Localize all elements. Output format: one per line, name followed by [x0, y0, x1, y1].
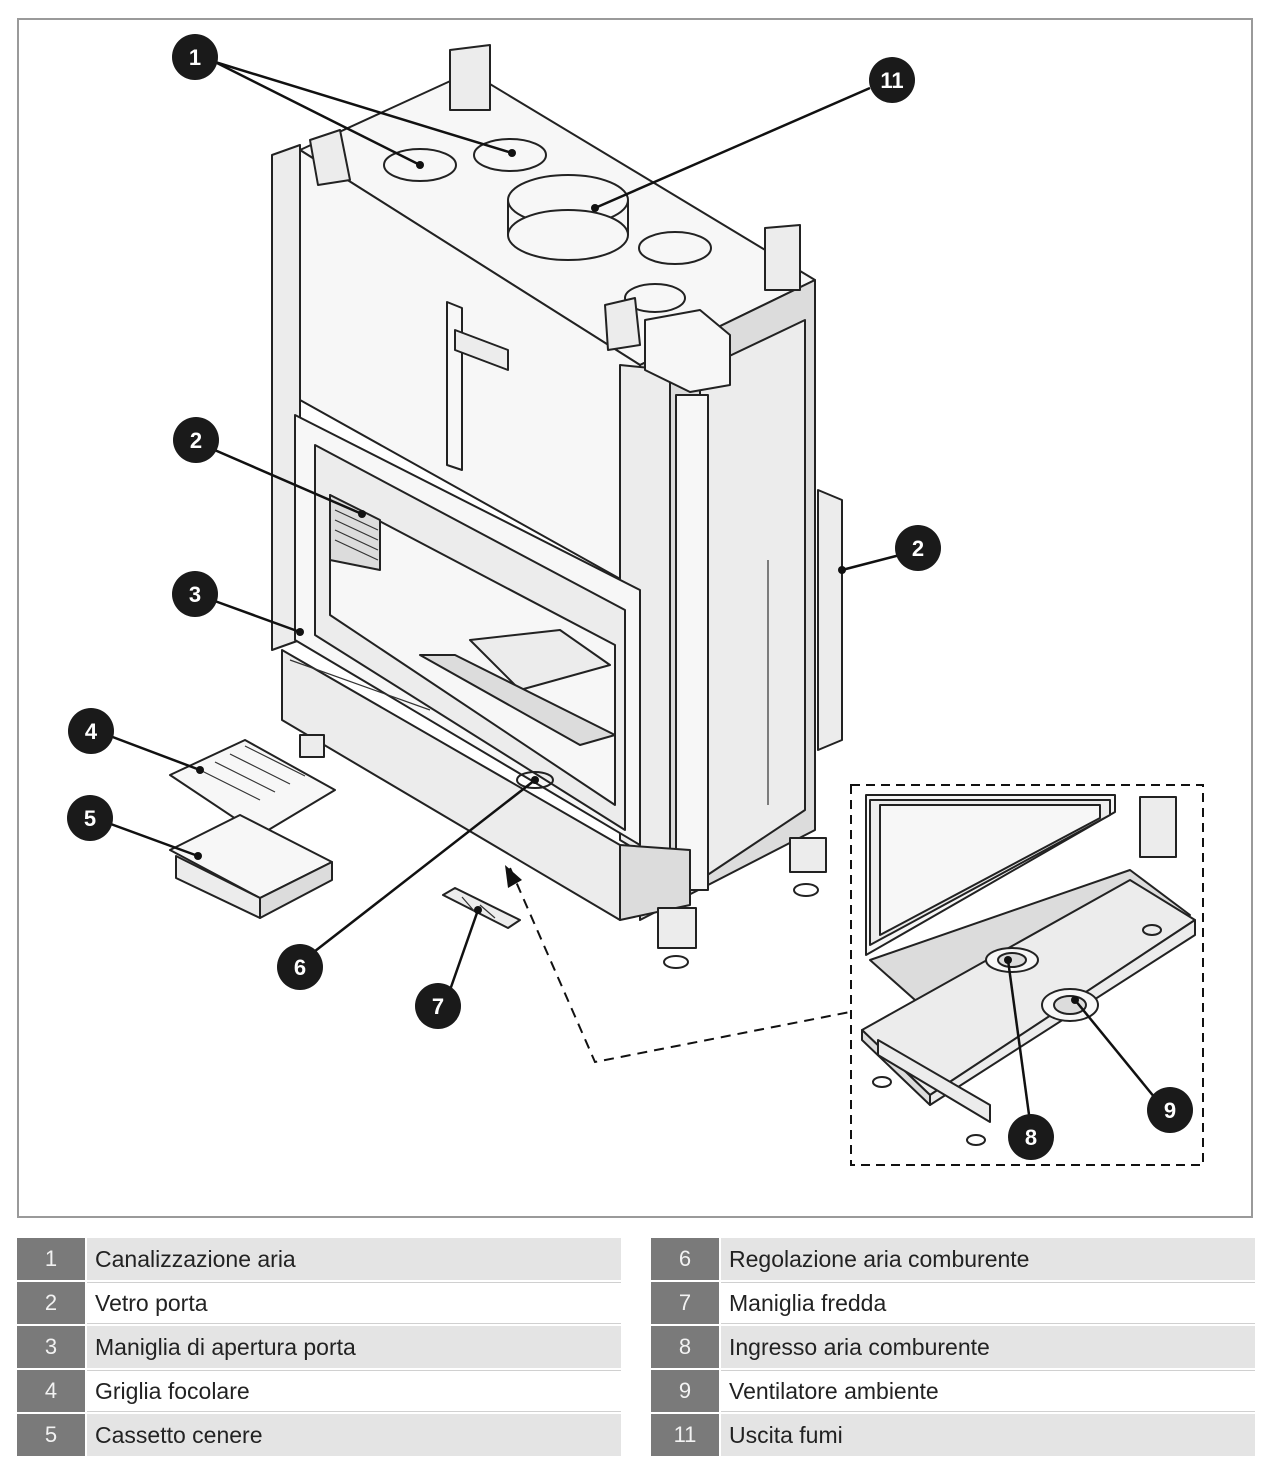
- legend-row: 2 Vetro porta: [17, 1282, 621, 1324]
- legend-label: Ventilatore ambiente: [721, 1370, 1255, 1412]
- legend-row: 8 Ingresso aria comburente: [651, 1326, 1255, 1368]
- leader-lines: [107, 60, 1156, 1123]
- bottom-detail-inset: [850, 784, 1204, 1166]
- legend-label: Ingresso aria comburente: [721, 1326, 1255, 1368]
- legend-row: 7 Maniglia fredda: [651, 1282, 1255, 1324]
- legend-number: 5: [17, 1414, 85, 1456]
- legend-row: 9 Ventilatore ambiente: [651, 1370, 1255, 1412]
- legend-number: 9: [651, 1370, 719, 1412]
- legend-number: 6: [651, 1238, 719, 1280]
- legend-row: 6 Regolazione aria comburente: [651, 1238, 1255, 1280]
- legend-right: 6 Regolazione aria comburente 7 Maniglia…: [651, 1238, 1255, 1458]
- hearth-grate: [169, 739, 336, 836]
- legend-row: 1 Canalizzazione aria: [17, 1238, 621, 1280]
- legend-number: 7: [651, 1282, 719, 1324]
- callout-5-label: 5: [84, 806, 96, 831]
- legend-left: 1 Canalizzazione aria 2 Vetro porta 3 Ma…: [17, 1238, 621, 1458]
- callout-1: 1: [172, 34, 218, 80]
- legend-number: 11: [651, 1414, 719, 1456]
- callout-3-label: 3: [189, 582, 201, 607]
- legend-label: Maniglia di apertura porta: [87, 1326, 621, 1368]
- callout-4: 4: [68, 708, 114, 754]
- legend-row: 3 Maniglia di apertura porta: [17, 1326, 621, 1368]
- legend-label: Regolazione aria comburente: [721, 1238, 1255, 1280]
- callout-2-door: 2: [173, 417, 219, 463]
- callout-2-side: 2: [895, 525, 941, 571]
- legend-row: 5 Cassetto cenere: [17, 1414, 621, 1456]
- legend-label: Canalizzazione aria: [87, 1238, 621, 1280]
- legend-number: 4: [17, 1370, 85, 1412]
- callout-4-label: 4: [85, 719, 98, 744]
- callout-2-door-label: 2: [190, 428, 202, 453]
- callout-11-label: 11: [880, 68, 903, 93]
- callout-8: 8: [1008, 1114, 1054, 1160]
- legend-label: Maniglia fredda: [721, 1282, 1255, 1324]
- legend-row: 11 Uscita fumi: [651, 1414, 1255, 1456]
- fireplace-body: [271, 44, 843, 969]
- callout-5: 5: [67, 795, 113, 841]
- callout-6: 6: [277, 944, 323, 990]
- ash-drawer: [169, 814, 333, 919]
- inset-pointer-arrow: [505, 865, 522, 888]
- callout-7-label: 7: [432, 994, 444, 1019]
- legend-label: Uscita fumi: [721, 1414, 1255, 1456]
- callout-11: 11: [869, 57, 915, 103]
- cold-handle: [442, 887, 521, 929]
- legend-number: 1: [17, 1238, 85, 1280]
- callout-1-label: 1: [189, 45, 201, 70]
- legend-number: 2: [17, 1282, 85, 1324]
- legend-label: Vetro porta: [87, 1282, 621, 1324]
- legend-label: Griglia focolare: [87, 1370, 621, 1412]
- callout-8-label: 8: [1025, 1125, 1037, 1150]
- legend-row: 4 Griglia focolare: [17, 1370, 621, 1412]
- legend-number: 3: [17, 1326, 85, 1368]
- inset-pointer: [509, 867, 851, 1064]
- legend-number: 8: [651, 1326, 719, 1368]
- callout-2-side-label: 2: [912, 536, 924, 561]
- legend-label: Cassetto cenere: [87, 1414, 621, 1456]
- callout-6-label: 6: [294, 955, 306, 980]
- callout-3: 3: [172, 571, 218, 617]
- callout-9: 9: [1147, 1087, 1193, 1133]
- callout-9-label: 9: [1164, 1098, 1176, 1123]
- callout-7: 7: [415, 983, 461, 1029]
